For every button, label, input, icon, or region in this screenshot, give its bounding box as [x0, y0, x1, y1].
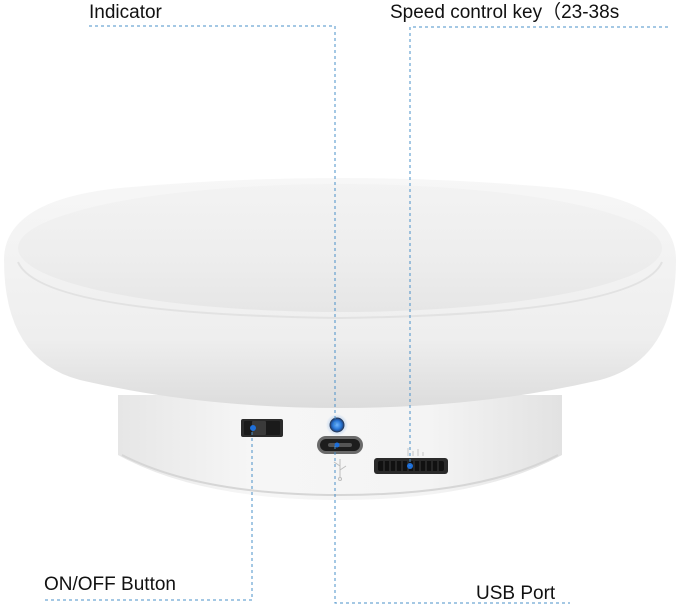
indicator-label: Indicator: [89, 2, 162, 23]
usb-c-port[interactable]: [317, 436, 363, 454]
speed-control-leader-line: [409, 26, 668, 466]
top-platter: [4, 178, 676, 408]
usb-icon: [333, 459, 347, 481]
on-off-switch[interactable]: [241, 419, 283, 437]
indicator-led: [326, 414, 348, 436]
indicator-leader-line: [89, 25, 336, 425]
speed-control-wheel[interactable]: [374, 448, 448, 474]
usb-port-label: USB Port: [476, 583, 556, 604]
usb-port-leader-line: [334, 446, 570, 604]
leader-lines: [45, 25, 668, 604]
speed-control-label: Speed control key（23-38s: [390, 2, 620, 23]
on-off-leader-line: [45, 430, 253, 601]
on-off-button-label: ON/OFF Button: [44, 574, 176, 595]
